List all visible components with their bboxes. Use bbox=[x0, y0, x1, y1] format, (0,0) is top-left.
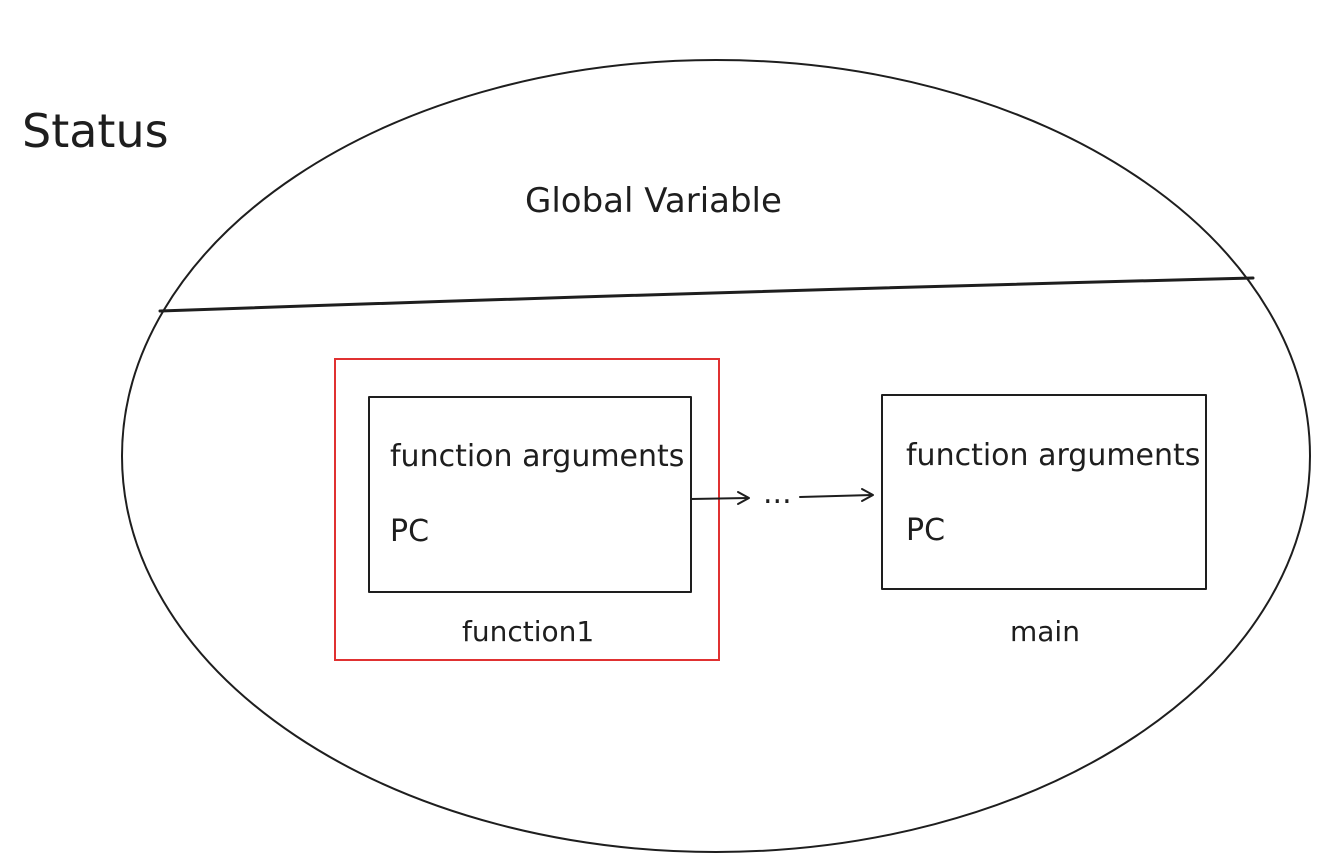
highlight-frame bbox=[334, 358, 720, 661]
frame-args-label-function1: function arguments bbox=[390, 439, 684, 474]
arrow-ellipsis-to-main bbox=[799, 488, 874, 502]
frame-pc-label-main: PC bbox=[906, 513, 945, 548]
frame-box-main bbox=[881, 394, 1207, 590]
diagram-title: Status bbox=[22, 104, 169, 158]
flow-ellipsis: ... bbox=[763, 476, 792, 511]
status-ellipse bbox=[121, 59, 1311, 853]
frame-box-function1 bbox=[368, 396, 692, 593]
frame-pc-label-function1: PC bbox=[390, 514, 429, 549]
global-divider-line bbox=[158, 276, 1255, 313]
arrow-function1-to-ellipsis bbox=[690, 491, 750, 505]
frame-args-label-main: function arguments bbox=[906, 438, 1200, 473]
frame-name-label-function1: function1 bbox=[462, 615, 594, 648]
frame-name-label-main: main bbox=[1010, 615, 1080, 648]
global-variable-label: Global Variable bbox=[525, 181, 782, 221]
